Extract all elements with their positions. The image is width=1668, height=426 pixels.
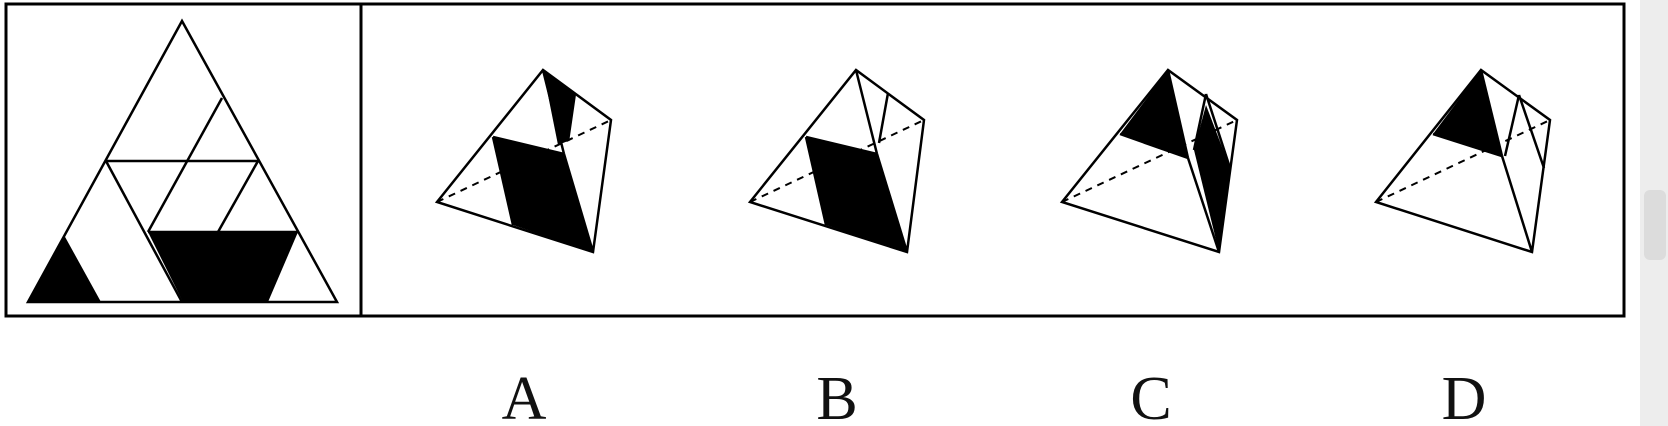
option-label-c: C [1130, 365, 1172, 426]
option-d-figure [1373, 68, 1552, 254]
option-label-b: B [816, 365, 858, 426]
option-label-a: A [501, 365, 547, 426]
unfolded-net [25, 18, 340, 304]
net-filled-triangle [28, 235, 101, 302]
net-filled-parallelogram [148, 232, 298, 302]
scrollbar-thumb[interactable] [1644, 190, 1666, 260]
option-b-outline [747, 68, 926, 254]
option-a-outline [434, 68, 613, 254]
option-c-outline [1059, 68, 1239, 254]
option-b-figure [747, 68, 926, 254]
scrollbar-track[interactable] [1640, 0, 1668, 426]
option-label-d: D [1441, 365, 1487, 426]
option-d-outline [1373, 68, 1552, 254]
option-a-figure [434, 68, 613, 254]
option-c-figure [1059, 68, 1239, 254]
outer-frame [4, 2, 1626, 318]
